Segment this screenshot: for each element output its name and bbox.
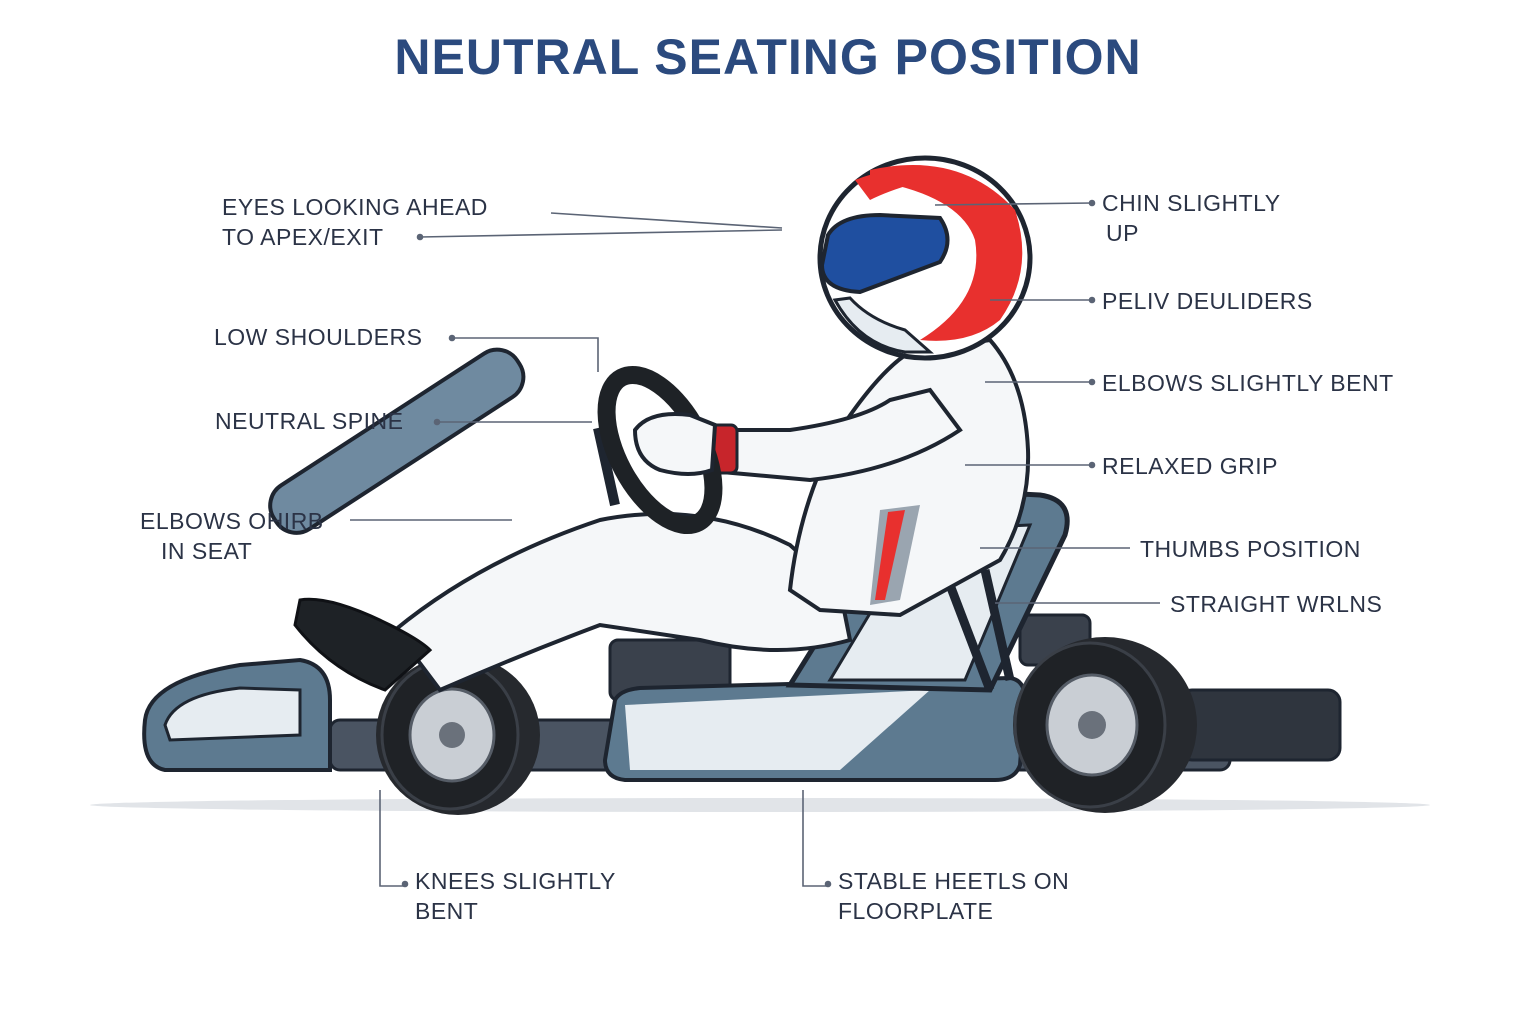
- label-line: BENT: [415, 898, 479, 924]
- label-line: STABLE HEETLS ON: [838, 868, 1070, 894]
- label-line: RELAXED GRIP: [1102, 453, 1278, 479]
- driver-legs: [392, 511, 853, 693]
- label-stable-heels: STABLE HEETLS ON FLOORPLATE: [838, 866, 1069, 926]
- label-low-shoulders: LOW SHOULDERS: [214, 322, 422, 352]
- label-straight-wrists: STRAIGHT WRLNS: [1170, 589, 1382, 619]
- driver-glove: [632, 412, 718, 476]
- label-peliv-deuliders: PELIV DEULIDERS: [1102, 286, 1313, 316]
- label-line: PELIV DEULIDERS: [1102, 288, 1313, 314]
- label-line: UP: [1106, 220, 1139, 246]
- steering-column: [268, 347, 620, 535]
- label-line: NEUTRAL SPINE: [215, 408, 404, 434]
- label-line: EYES LOOKING AHEAD: [222, 194, 488, 220]
- label-elbows-slightly-bent: ELBOWS SLIGHTLY BENT: [1102, 368, 1394, 398]
- label-line: CHIN SLIGHTLY: [1102, 190, 1281, 216]
- label-neutral-spine: NEUTRAL SPINE: [215, 406, 403, 436]
- rear-wheel: [1013, 637, 1197, 813]
- label-line: KNEES SLIGHTLY: [415, 868, 616, 894]
- label-line: IN SEAT: [161, 538, 253, 564]
- ground-shadow: [90, 798, 1430, 812]
- driver-arm: [698, 387, 963, 483]
- helmet: [817, 155, 1033, 361]
- label-elbows-in-seat: ELBOWS OHIRB IN SEAT: [140, 506, 324, 566]
- label-line: LOW SHOULDERS: [214, 324, 423, 350]
- front-wheel: [376, 655, 540, 815]
- label-eyes-looking-ahead: EYES LOOKING AHEAD TO APEX/EXIT: [222, 192, 488, 252]
- page-title: NEUTRAL SEATING POSITION: [394, 29, 1142, 85]
- label-line: FLOORPLATE: [838, 898, 994, 924]
- label-relaxed-grip: RELAXED GRIP: [1102, 451, 1278, 481]
- label-line: STRAIGHT WRLNS: [1170, 591, 1383, 617]
- label-line: TO APEX/EXIT: [222, 224, 384, 250]
- label-line: ELBOWS SLIGHTLY BENT: [1102, 370, 1394, 396]
- leader-lines: [350, 199, 1160, 888]
- label-line: THUMBS POSITION: [1140, 536, 1361, 562]
- label-knees-slightly-bent: KNEES SLIGHTLY BENT: [415, 866, 616, 926]
- label-line: ELBOWS OHIRB: [140, 508, 324, 534]
- label-thumbs-position: THUMBS POSITION: [1140, 534, 1361, 564]
- label-chin-slightly-up: CHIN SLIGHTLY UP: [1102, 188, 1281, 248]
